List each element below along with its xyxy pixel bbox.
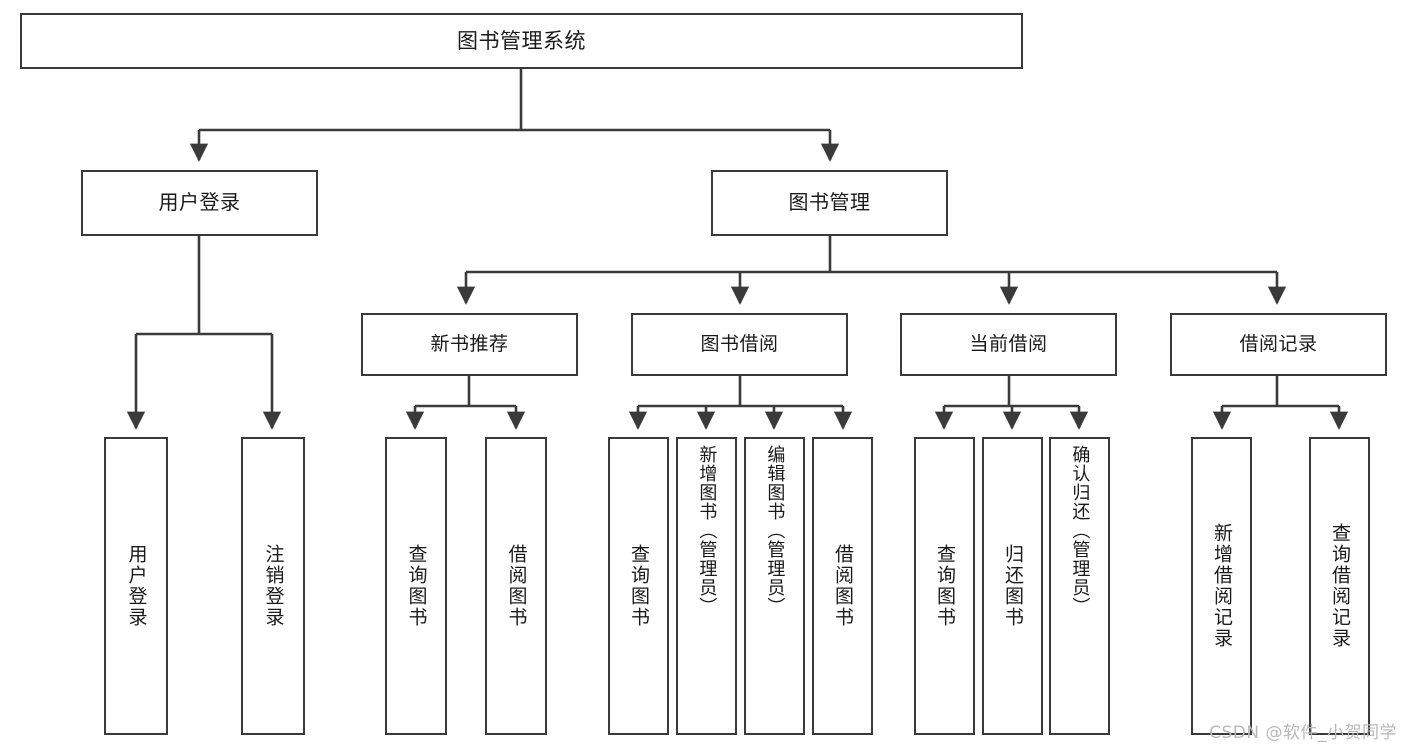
node-leaf-query-book-2[interactable]: 查询图书 bbox=[608, 437, 669, 735]
node-leaf-add-record[interactable]: 新增借阅记录 bbox=[1191, 437, 1252, 735]
node-leaf-logout-login[interactable]: 注销登录 bbox=[241, 437, 305, 735]
node-leaf-query-record[interactable]: 查询借阅记录 bbox=[1309, 437, 1370, 735]
node-leaf-confirm-return-label: 确认归还（管理员） bbox=[1069, 445, 1091, 616]
node-user-login[interactable]: 用户登录 bbox=[81, 170, 318, 236]
node-leaf-query-book-1-label: 查询图书 bbox=[405, 544, 428, 628]
node-leaf-borrow-book-1-label: 借阅图书 bbox=[505, 544, 528, 628]
node-leaf-borrow-book-1[interactable]: 借阅图书 bbox=[485, 437, 547, 735]
node-leaf-edit-book[interactable]: 编辑图书（管理员） bbox=[744, 437, 805, 735]
node-user-login-label: 用户登录 bbox=[158, 190, 241, 215]
node-borrow-record[interactable]: 借阅记录 bbox=[1170, 313, 1387, 376]
node-new-book-recommend[interactable]: 新书推荐 bbox=[361, 313, 578, 376]
node-leaf-query-record-label: 查询借阅记录 bbox=[1329, 523, 1352, 649]
node-book-manage[interactable]: 图书管理 bbox=[711, 170, 948, 236]
node-book-borrow[interactable]: 图书借阅 bbox=[631, 313, 848, 376]
node-current-borrow-label: 当前借阅 bbox=[969, 333, 1048, 356]
node-leaf-user-login[interactable]: 用户登录 bbox=[104, 437, 168, 735]
node-new-book-recommend-label: 新书推荐 bbox=[430, 333, 509, 356]
node-leaf-query-book-1[interactable]: 查询图书 bbox=[385, 437, 447, 735]
node-leaf-return-book-label: 归还图书 bbox=[1002, 544, 1025, 628]
node-leaf-query-book-3[interactable]: 查询图书 bbox=[914, 437, 975, 735]
node-book-borrow-label: 图书借阅 bbox=[700, 333, 779, 356]
node-leaf-logout-login-label: 注销登录 bbox=[262, 544, 285, 628]
node-leaf-borrow-book-2-label: 借阅图书 bbox=[832, 544, 855, 628]
node-root-system[interactable]: 图书管理系统 bbox=[20, 13, 1023, 69]
node-leaf-confirm-return[interactable]: 确认归还（管理员） bbox=[1049, 437, 1110, 735]
node-book-manage-label: 图书管理 bbox=[788, 190, 871, 215]
node-leaf-add-book-label: 新增图书（管理员） bbox=[696, 445, 718, 616]
node-current-borrow[interactable]: 当前借阅 bbox=[900, 313, 1117, 376]
node-leaf-query-book-3-label: 查询图书 bbox=[934, 544, 957, 628]
node-leaf-edit-book-label: 编辑图书（管理员） bbox=[764, 445, 786, 616]
node-leaf-add-record-label: 新增借阅记录 bbox=[1211, 523, 1234, 649]
node-root-label: 图书管理系统 bbox=[457, 28, 586, 53]
node-leaf-user-login-label: 用户登录 bbox=[125, 544, 148, 628]
node-leaf-query-book-2-label: 查询图书 bbox=[628, 544, 651, 628]
node-leaf-add-book[interactable]: 新增图书（管理员） bbox=[676, 437, 737, 735]
node-leaf-borrow-book-2[interactable]: 借阅图书 bbox=[812, 437, 873, 735]
node-borrow-record-label: 借阅记录 bbox=[1239, 333, 1318, 356]
node-leaf-return-book[interactable]: 归还图书 bbox=[982, 437, 1043, 735]
